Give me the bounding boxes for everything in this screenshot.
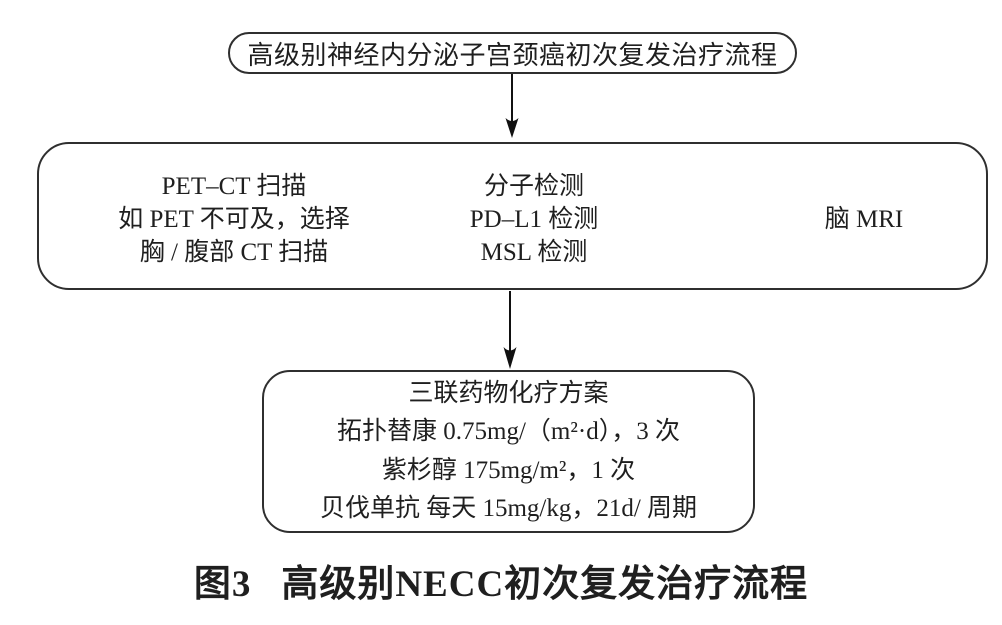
- figure-caption-title: 高级别NECC初次复发治疗流程: [281, 564, 809, 605]
- treatment-line-4: 贝伐单抗 每天 15mg/kg，21d/ 周期: [319, 495, 698, 522]
- figure-caption-label: 图3: [193, 564, 252, 605]
- treatment-line-2: 拓扑替康 0.75mg/（m²·d），3 次: [337, 418, 680, 445]
- arrow-down-icon: [503, 291, 517, 369]
- imaging-line-3: 胸 / 腹部 CT 扫描: [139, 239, 329, 266]
- workup-node: PET–CT 扫描 如 PET 不可及，选择 胸 / 腹部 CT 扫描 分子检测…: [37, 142, 988, 290]
- brain-line-1: 脑 MRI: [824, 206, 904, 233]
- treatment-line-1: 三联药物化疗方案: [408, 379, 609, 407]
- treatment-line-3: 紫杉醇 175mg/m²，1 次: [381, 456, 636, 484]
- imaging-line-2: 如 PET 不可及，选择: [118, 206, 350, 233]
- molecular-line-3: MSL 检测: [480, 239, 588, 266]
- start-node: 高级别神经内分泌子宫颈癌初次复发治疗流程: [228, 32, 797, 74]
- arrow-down-icon: [505, 74, 519, 138]
- start-node-label: 高级别神经内分泌子宫颈癌初次复发治疗流程: [247, 40, 778, 70]
- workup-imaging-column: PET–CT 扫描 如 PET 不可及，选择 胸 / 腹部 CT 扫描: [69, 170, 399, 269]
- figure-caption: 图3 高级别NECC初次复发治疗流程: [0, 553, 1002, 607]
- molecular-line-1: 分子检测: [483, 173, 584, 200]
- molecular-line-2: PD–L1 检测: [469, 206, 599, 233]
- workup-brain-column: 脑 MRI: [739, 203, 989, 236]
- imaging-line-1: PET–CT 扫描: [161, 173, 307, 200]
- treatment-node: 三联药物化疗方案 拓扑替康 0.75mg/（m²·d），3 次 紫杉醇 175m…: [262, 370, 755, 533]
- workup-molecular-column: 分子检测 PD–L1 检测 MSL 检测: [394, 170, 674, 269]
